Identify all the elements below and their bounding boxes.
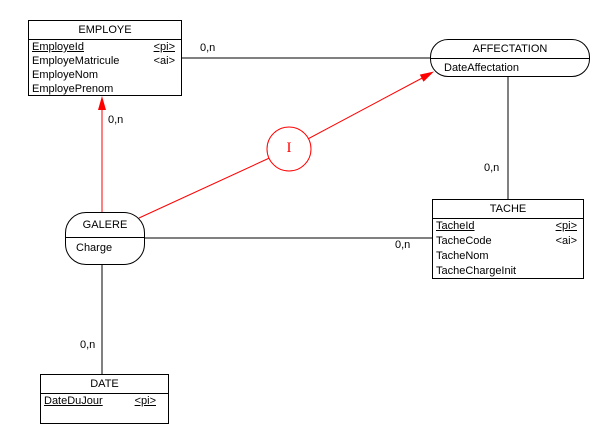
entity-tache[interactable]: TACHE TacheId<pi> TacheCode<ai> TacheNom… xyxy=(432,199,584,279)
attribute-row: TacheChargeInit xyxy=(436,265,517,277)
attribute-row: EmployeNom xyxy=(32,69,99,81)
cardinality-galere-tache: 0,n xyxy=(395,239,411,251)
association-attribute: DateAffectation xyxy=(444,62,520,74)
attribute-row: TacheId<pi> xyxy=(436,220,577,232)
cardinality-employe-galere: 0,n xyxy=(108,114,124,126)
attribute-row: TacheCode<ai> xyxy=(436,235,577,247)
entity-date[interactable]: DATE DateDuJour<pi> xyxy=(40,374,169,424)
association-affectation-title: AFFECTATION xyxy=(431,40,589,59)
attribute-row: EmployeMatricule<ai> xyxy=(32,55,175,67)
entity-employe[interactable]: EMPLOYE EmployeId<pi> EmployeMatricule<a… xyxy=(28,20,182,96)
cardinality-employe-affectation: 0,n xyxy=(200,42,216,54)
association-affectation[interactable]: AFFECTATION DateAffectation xyxy=(430,39,590,77)
attribute-row: EmployeId<pi> xyxy=(32,41,175,53)
link-constraint-circle[interactable] xyxy=(266,126,312,172)
association-galere[interactable]: GALERE Charge xyxy=(65,212,145,265)
arrowhead-affectation xyxy=(419,71,434,82)
attribute-row: TacheNom xyxy=(436,250,489,262)
cardinality-affectation-tache: 0,n xyxy=(484,162,500,174)
entity-employe-title: EMPLOYE xyxy=(29,21,181,40)
attribute-row: EmployePrenom xyxy=(32,83,114,95)
association-galere-title: GALERE xyxy=(66,213,144,238)
association-attribute: Charge xyxy=(76,242,113,254)
entity-tache-title: TACHE xyxy=(433,200,583,219)
cardinality-galere-date: 0,n xyxy=(80,339,96,351)
link-constraint-symbol: I xyxy=(286,140,292,156)
entity-date-title: DATE xyxy=(41,375,168,394)
attribute-row: DateDuJour<pi> xyxy=(44,395,156,407)
arrowhead-employe xyxy=(98,96,106,110)
